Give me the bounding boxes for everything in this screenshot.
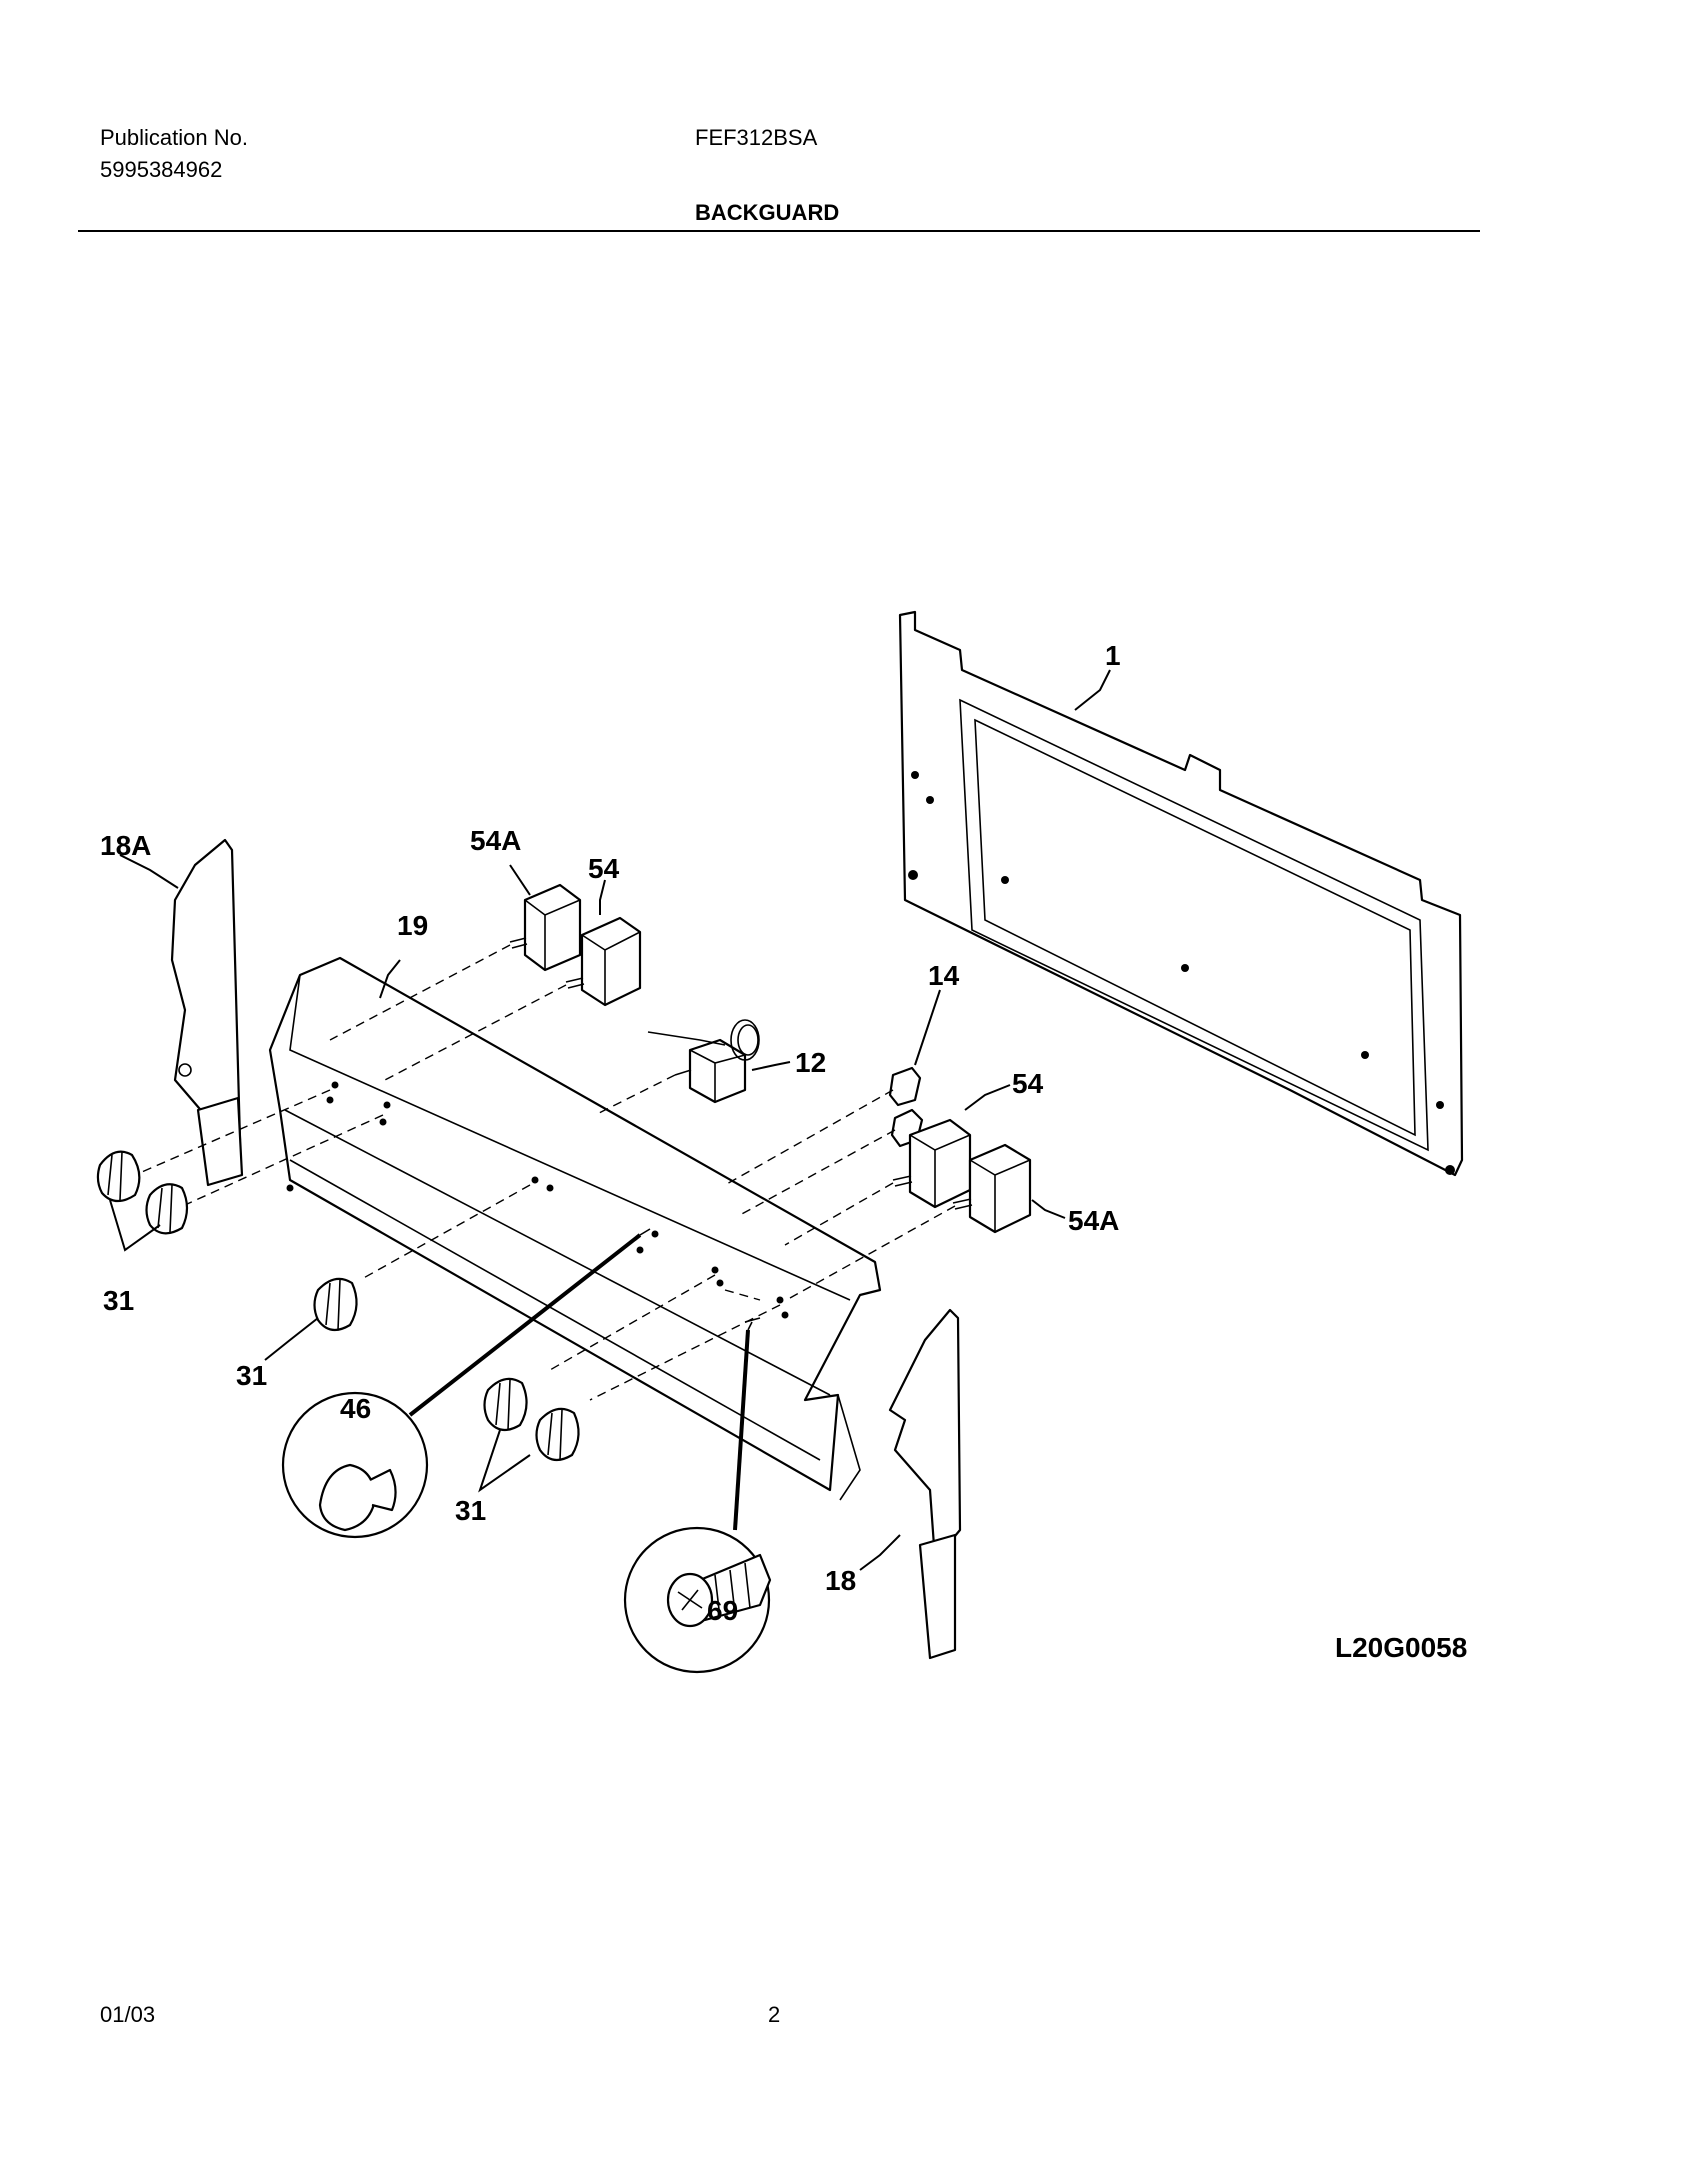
part-54A-top-switch: [509, 883, 582, 972]
part-54A-right-switch: [952, 1143, 1032, 1234]
part-18A-left-end-cap: [170, 838, 244, 1187]
callout-31-left: 31: [103, 1285, 134, 1316]
part-54-top-switch: [565, 916, 642, 1007]
callout-69: 69: [707, 1595, 738, 1626]
callout-31-middle: 31: [236, 1360, 267, 1391]
callout-31-bottom: 31: [455, 1495, 486, 1526]
section-title: BACKGUARD: [695, 200, 840, 225]
part-69-detail-circle: [623, 1317, 772, 1674]
callout-14: 14: [928, 960, 960, 991]
assembly-lines: [134, 944, 956, 1401]
part-18-right-end-cap: [888, 1308, 962, 1660]
part-31-knob-bottom-right: [535, 1407, 580, 1462]
header-rule: [78, 230, 1480, 232]
part-1-rear-panel: [898, 610, 1464, 1177]
part-46-detail-circle: [281, 1228, 651, 1539]
callout-54-top: 54: [588, 853, 620, 884]
callout-labels: 1 18A 54A 54 19 14 12 54 54A 31 31 31 46…: [100, 640, 1467, 1663]
model-number: FEF312BSA: [695, 125, 818, 150]
callout-54A-right: 54A: [1068, 1205, 1119, 1236]
publication-number: 5995384962: [100, 157, 223, 182]
callout-54-right: 54: [1012, 1068, 1044, 1099]
callout-19: 19: [397, 910, 428, 941]
callout-46: 46: [340, 1393, 371, 1424]
part-31-knob-left-upper: [96, 1150, 141, 1203]
callout-18: 18: [825, 1565, 856, 1596]
callout-1: 1: [1105, 640, 1121, 671]
part-31-knob-middle: [313, 1277, 358, 1332]
footer-page-number: 2: [768, 2002, 781, 2027]
publication-label: Publication No.: [100, 125, 248, 150]
callout-54A-top: 54A: [470, 825, 521, 856]
part-54-right-switch: [892, 1118, 972, 1209]
callout-12: 12: [795, 1047, 826, 1078]
part-31-knob-bottom-left: [483, 1377, 528, 1432]
part-19-control-panel: [268, 956, 882, 1501]
part-31-knob-left-lower: [145, 1183, 189, 1235]
footer-date: 01/03: [100, 2002, 156, 2027]
drawing-code: L20G0058: [1335, 1632, 1467, 1663]
part-12-thermostat: [647, 1019, 760, 1104]
callout-18A: 18A: [100, 830, 151, 861]
